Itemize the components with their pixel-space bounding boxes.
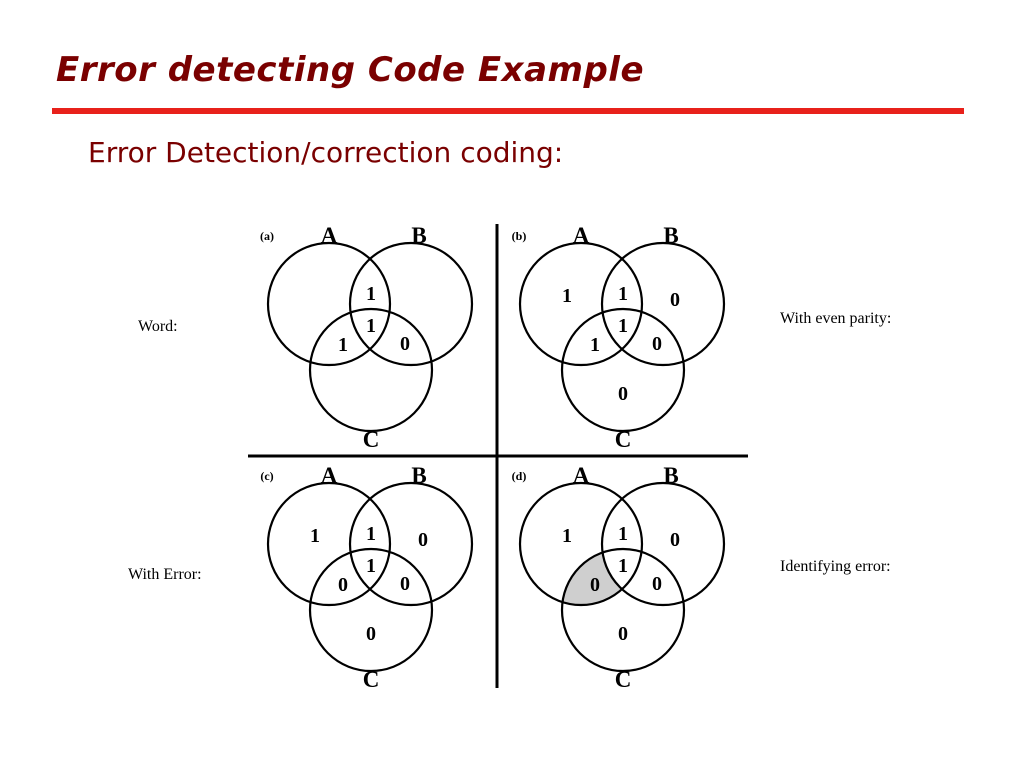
circle-label-b: B — [411, 463, 426, 488]
bit-bc: 0 — [652, 333, 662, 355]
circle-b — [600, 481, 726, 607]
bit-ab: 1 — [618, 523, 628, 545]
bit-ab: 1 — [366, 283, 376, 305]
circle-label-b: B — [411, 223, 426, 248]
circle-a — [518, 481, 644, 607]
circle-label-c: C — [363, 667, 380, 692]
circle-c — [560, 547, 686, 673]
bit-a: 1 — [562, 525, 572, 547]
circle-c — [308, 307, 434, 433]
panel-tag: (c) — [260, 469, 273, 483]
bit-b: 0 — [670, 529, 680, 551]
circle-b — [348, 241, 474, 367]
circle-c — [308, 547, 434, 673]
circle-label-b: B — [663, 463, 678, 488]
bit-bc: 0 — [400, 573, 410, 595]
bit-abc: 1 — [618, 315, 628, 337]
slide-title: Error detecting Code Example — [56, 50, 644, 90]
circle-b — [348, 481, 474, 607]
circle-label-a: A — [573, 223, 590, 248]
bit-bc: 0 — [652, 573, 662, 595]
bit-abc: 1 — [618, 555, 628, 577]
bit-b: 0 — [418, 529, 428, 551]
circle-b — [600, 241, 726, 367]
panel-tag: (a) — [260, 229, 274, 243]
bit-a: 1 — [562, 285, 572, 307]
bit-ab: 1 — [618, 283, 628, 305]
bit-c: 0 — [366, 623, 376, 645]
bit-bc: 0 — [400, 333, 410, 355]
bit-b: 0 — [670, 289, 680, 311]
bit-abc: 1 — [366, 315, 376, 337]
bit-ac: 0 — [338, 574, 348, 596]
title-rule — [52, 108, 964, 114]
slide-subtitle: Error Detection/correction coding: — [88, 136, 564, 169]
circle-label-a: A — [321, 223, 338, 248]
bit-c: 0 — [618, 383, 628, 405]
circle-a — [266, 481, 392, 607]
error-region-highlight — [562, 549, 642, 605]
circle-c — [560, 307, 686, 433]
bit-c: 0 — [618, 623, 628, 645]
bit-ac: 0 — [590, 574, 600, 596]
circle-label-a: A — [321, 463, 338, 488]
label-word: Word: — [138, 318, 178, 335]
circle-label-c: C — [615, 427, 632, 452]
panel-tag: (b) — [512, 229, 527, 243]
bit-ab: 1 — [366, 523, 376, 545]
bit-a: 1 — [310, 525, 320, 547]
circle-label-a: A — [573, 463, 590, 488]
bit-ac: 1 — [590, 334, 600, 356]
circle-label-c: C — [615, 667, 632, 692]
label-identifying-error: Identifying error: — [780, 558, 891, 575]
panel-tag: (d) — [512, 469, 527, 483]
bit-abc: 1 — [366, 555, 376, 577]
circle-a — [266, 241, 392, 367]
circle-label-c: C — [363, 427, 380, 452]
label-even-parity: With even parity: — [780, 310, 892, 327]
circle-label-b: B — [663, 223, 678, 248]
circle-a — [518, 241, 644, 367]
label-with-error: With Error: — [128, 566, 202, 583]
bit-ac: 1 — [338, 334, 348, 356]
